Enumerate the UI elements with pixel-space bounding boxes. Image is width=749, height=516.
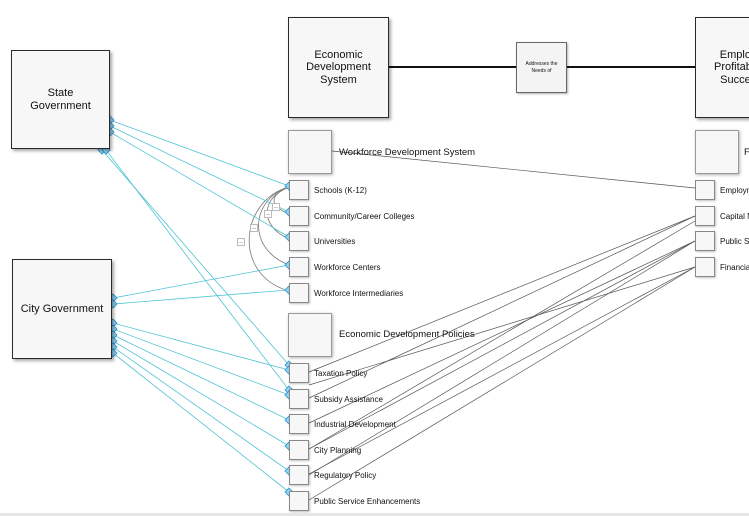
edge-city-7 bbox=[112, 352, 290, 493]
financial-label: Financia bbox=[720, 263, 749, 272]
edge-state-0 bbox=[109, 119, 290, 187]
universities-label: Universities bbox=[314, 237, 356, 246]
edge-gray-3 bbox=[308, 240, 696, 424]
edge-city-2 bbox=[112, 322, 290, 371]
taxation-policy-label: Taxation Policy bbox=[314, 369, 368, 378]
financial-square[interactable] bbox=[695, 257, 715, 277]
right-section-square[interactable] bbox=[695, 130, 739, 174]
subsidy-assistance-label: Subsidy Assistance bbox=[314, 395, 383, 404]
industrial-development-label: Industrial Development bbox=[314, 420, 396, 429]
colleges-square[interactable] bbox=[289, 206, 309, 226]
right-section-title: F bbox=[744, 147, 749, 158]
capital-label: Capital N bbox=[720, 212, 749, 221]
schools-label: Schools (K-12) bbox=[314, 186, 367, 195]
employment-square[interactable] bbox=[695, 180, 715, 200]
workforce-centers-square[interactable] bbox=[289, 257, 309, 277]
colleges-label: Community/Career Colleges bbox=[314, 212, 415, 221]
policies-square[interactable] bbox=[288, 313, 332, 357]
edge-gray-2 bbox=[308, 215, 696, 399]
edge-city-3 bbox=[112, 328, 290, 396]
schools-square[interactable] bbox=[289, 180, 309, 200]
public-service-square[interactable] bbox=[289, 491, 309, 511]
workforce-intermediaries-label: Workforce Intermediaries bbox=[314, 289, 404, 298]
edge-city-5 bbox=[112, 340, 290, 447]
universities-square[interactable] bbox=[289, 231, 309, 251]
edge-city-6 bbox=[112, 346, 290, 472]
public-services-label: Public S bbox=[720, 237, 749, 246]
city-government-box[interactable]: City Government bbox=[12, 259, 112, 359]
subsidy-assistance-square[interactable] bbox=[289, 389, 309, 409]
arc-label-1: — bbox=[272, 203, 280, 211]
edge-gray-8 bbox=[308, 240, 696, 476]
public-service-label: Public Service Enhancements bbox=[314, 497, 421, 506]
taxation-policy-square[interactable] bbox=[289, 363, 309, 383]
workforce-intermediaries-square[interactable] bbox=[289, 283, 309, 303]
edge-state-1 bbox=[109, 125, 290, 213]
city-planning-square[interactable] bbox=[289, 440, 309, 460]
workforce-centers-label: Workforce Centers bbox=[314, 263, 381, 272]
policies-title: Economic Development Policies bbox=[339, 329, 475, 340]
employer-profitability-box[interactable]: Emplo Profitabil Succe bbox=[695, 17, 749, 118]
edge-city-4 bbox=[112, 334, 290, 421]
arc-label-4: — bbox=[237, 238, 245, 246]
edge-state-4 bbox=[105, 149, 290, 391]
public-services-square[interactable] bbox=[695, 231, 715, 251]
workforce-system-title: Workforce Development System bbox=[339, 147, 476, 158]
edge-gray-9 bbox=[308, 220, 696, 450]
edge-city-1 bbox=[112, 289, 290, 305]
economic-development-system-box[interactable]: Economic Development System bbox=[288, 17, 389, 118]
edge-gray-1 bbox=[308, 215, 696, 373]
regulatory-policy-label: Regulatory Policy bbox=[314, 471, 377, 480]
edge-gray-6 bbox=[308, 266, 696, 501]
arc-label-2: — bbox=[264, 210, 272, 218]
arc-schools-2 bbox=[258, 186, 290, 266]
bottom-scrollbar[interactable] bbox=[0, 513, 749, 516]
arc-label-3: — bbox=[250, 224, 258, 232]
capital-square[interactable] bbox=[695, 206, 715, 226]
edge-gray-7 bbox=[308, 266, 696, 386]
workforce-system-square[interactable] bbox=[288, 130, 332, 174]
edge-state-2 bbox=[109, 131, 290, 238]
arc-schools-3 bbox=[248, 186, 290, 292]
addresses-the-needs-of-note[interactable]: Addresses the Needs of bbox=[516, 42, 567, 93]
regulatory-policy-square[interactable] bbox=[289, 465, 309, 485]
industrial-development-square[interactable] bbox=[289, 414, 309, 434]
city-planning-label: City Planning bbox=[314, 446, 362, 455]
state-government-box[interactable]: State Government bbox=[11, 50, 110, 149]
edge-gray-5 bbox=[308, 266, 696, 475]
edge-city-0 bbox=[112, 264, 290, 299]
employment-label: Employn bbox=[720, 186, 749, 195]
edge-gray-4 bbox=[308, 240, 696, 450]
edge-gray-0 bbox=[331, 150, 696, 189]
